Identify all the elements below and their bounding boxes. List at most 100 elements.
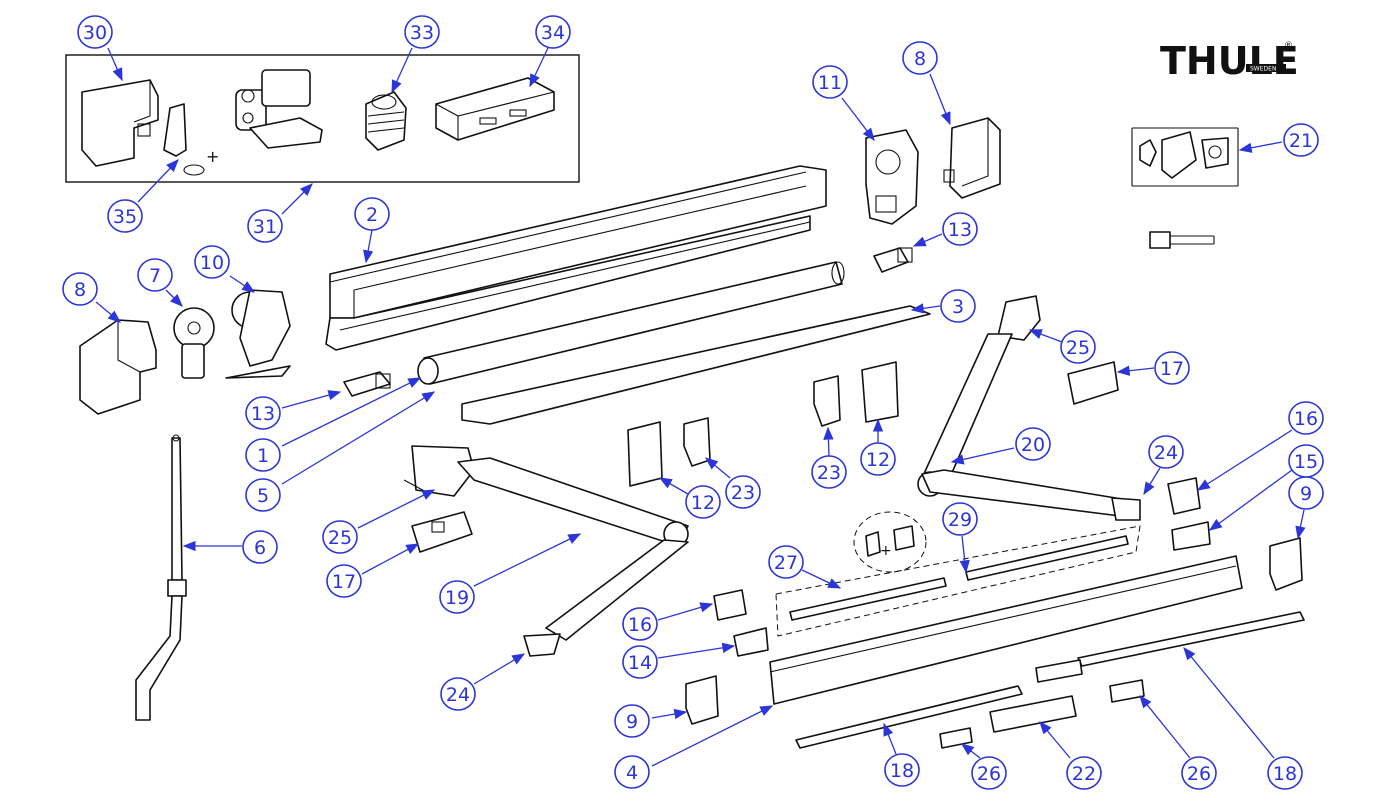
logo-subtext: SWEDEN bbox=[1250, 66, 1276, 73]
leader-line bbox=[960, 743, 981, 759]
callout-number: 4 bbox=[626, 762, 638, 784]
leader-line bbox=[1208, 469, 1293, 531]
callout-14: 14 bbox=[622, 642, 736, 679]
roller-tube-part bbox=[417, 261, 845, 385]
callout-number: 35 bbox=[113, 206, 137, 228]
detail-part-left bbox=[865, 531, 881, 557]
callout-number: 16 bbox=[628, 614, 652, 636]
leader-line bbox=[1183, 646, 1275, 759]
callout-circle bbox=[884, 753, 920, 787]
tension-rod-part-right bbox=[965, 535, 1129, 581]
leader-line bbox=[95, 301, 121, 323]
callout-31: 31 bbox=[247, 183, 313, 243]
callout-circle bbox=[1267, 756, 1303, 790]
callout-circle bbox=[1015, 427, 1051, 461]
callout-number: 15 bbox=[1294, 451, 1318, 473]
leader-line bbox=[281, 377, 422, 447]
callout-number: 26 bbox=[977, 763, 1001, 785]
callout-16: 16 bbox=[622, 602, 714, 641]
callout-25: 25 bbox=[1028, 329, 1096, 364]
callout-15: 15 bbox=[1208, 444, 1324, 531]
callout-9: 9 bbox=[614, 704, 688, 738]
leader-line bbox=[912, 233, 943, 247]
leader-line bbox=[1295, 509, 1306, 540]
callout-6: 6 bbox=[182, 530, 278, 564]
leader-line bbox=[281, 391, 436, 485]
callout-circle bbox=[194, 245, 230, 279]
end-cap-set-part bbox=[1131, 127, 1239, 187]
leader-line bbox=[910, 303, 941, 314]
callout-circle bbox=[535, 15, 571, 49]
callout-number: 14 bbox=[628, 652, 652, 674]
callout-number: 24 bbox=[1154, 442, 1178, 464]
callout-number: 13 bbox=[948, 219, 972, 241]
line-art: + THULE SWEDEN ® bbox=[65, 39, 1305, 749]
callout-12: 12 bbox=[860, 418, 896, 476]
leader-line bbox=[107, 47, 123, 82]
callout-circle bbox=[811, 455, 847, 489]
callout-3: 3 bbox=[910, 289, 976, 323]
callout-circle bbox=[439, 580, 475, 614]
leader-line bbox=[281, 390, 342, 409]
leader-line bbox=[651, 705, 774, 767]
centre-bracket-part bbox=[713, 589, 747, 621]
callout-number: 33 bbox=[410, 22, 434, 44]
callout-circle bbox=[242, 530, 278, 564]
callout-number: 31 bbox=[253, 216, 277, 238]
small-clip-part-2 bbox=[813, 375, 841, 427]
right-bracket-part bbox=[1167, 477, 1201, 515]
callout-number: 12 bbox=[866, 449, 890, 471]
crank-gearbox-part bbox=[225, 289, 291, 379]
leader-line bbox=[473, 653, 526, 685]
leader-line bbox=[1139, 694, 1191, 759]
callout-number: 30 bbox=[83, 22, 107, 44]
tension-rod-part-left bbox=[789, 577, 947, 621]
callout-circle bbox=[77, 15, 113, 49]
callout-circle bbox=[768, 545, 804, 579]
callout-number: 3 bbox=[952, 296, 964, 318]
motor-end-housing-part bbox=[865, 129, 919, 225]
callout-number: 17 bbox=[1160, 358, 1184, 380]
callout-circle bbox=[137, 258, 173, 292]
callout-29: 29 bbox=[942, 502, 978, 574]
callout-circle bbox=[1148, 435, 1184, 469]
callout-circle bbox=[1181, 756, 1217, 790]
callout-27: 27 bbox=[768, 545, 842, 589]
centre-joint-part bbox=[989, 695, 1077, 733]
leader-line bbox=[657, 642, 736, 659]
rail-clip-part-left bbox=[939, 727, 973, 749]
small-clip-part bbox=[683, 417, 711, 467]
callout-7: 7 bbox=[137, 258, 183, 307]
registered-mark: ® bbox=[1284, 41, 1293, 51]
logo-wordmark: THULE bbox=[1160, 39, 1299, 83]
callout-number: 23 bbox=[817, 462, 841, 484]
motor-cover-part bbox=[81, 79, 159, 167]
callout-circle bbox=[1060, 330, 1096, 364]
leader-line bbox=[1039, 721, 1071, 759]
fabric-lead-part bbox=[461, 305, 931, 425]
callout-number: 27 bbox=[774, 552, 798, 574]
callout-circle bbox=[812, 65, 848, 99]
control-box-part bbox=[435, 77, 555, 141]
callout-23: 23 bbox=[811, 426, 847, 489]
callout-24: 24 bbox=[440, 653, 526, 711]
right-shaft-adapter-part bbox=[873, 247, 913, 273]
plug-connector-part bbox=[365, 91, 407, 151]
left-end-cap-part bbox=[79, 319, 157, 415]
callout-16: 16 bbox=[1196, 401, 1324, 491]
callout-circle bbox=[725, 475, 761, 509]
callout-1: 1 bbox=[245, 377, 422, 472]
callout-circle bbox=[685, 485, 721, 519]
detail-circle bbox=[853, 511, 927, 573]
label-sticker-part bbox=[627, 421, 663, 487]
label-sticker-part-2 bbox=[861, 361, 899, 423]
callout-number: 29 bbox=[948, 509, 972, 531]
callout-number: 12 bbox=[691, 492, 715, 514]
motor-assembly-part bbox=[235, 69, 323, 149]
callout-circle bbox=[440, 677, 476, 711]
callout-number: 1 bbox=[257, 445, 269, 467]
callout-circle bbox=[902, 41, 938, 75]
detail-plus-symbol: + bbox=[880, 543, 892, 559]
leader-line bbox=[361, 543, 420, 575]
leader-line bbox=[823, 426, 834, 457]
